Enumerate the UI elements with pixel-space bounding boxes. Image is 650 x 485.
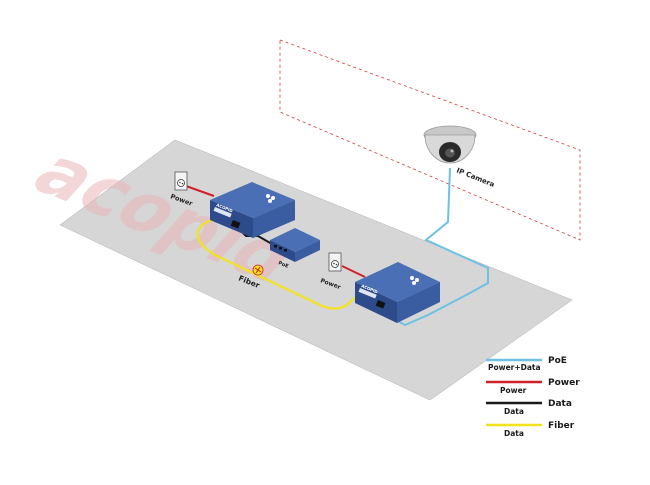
legend-data-sub: Data — [504, 407, 524, 416]
floor-plane-edge — [59, 139, 573, 401]
device-brand-right: ACOPID — [361, 283, 379, 294]
ceiling-plane — [279, 39, 581, 241]
legend-fiber-sub: Data — [504, 429, 524, 438]
switch-label: PoE — [277, 260, 290, 270]
power-cable-right — [341, 265, 366, 278]
legend-poe-name: PoE — [548, 356, 567, 366]
ip-camera — [423, 125, 477, 164]
media-converter-right — [355, 262, 440, 323]
device-brand-left: ACOPID — [216, 202, 234, 213]
legend-fiber-name: Fiber — [548, 421, 575, 431]
poe-cable — [377, 167, 489, 327]
legend-power-name: Power — [548, 378, 580, 388]
power-outlet-right — [328, 252, 342, 272]
legend-data-name: Data — [548, 399, 572, 409]
legend-power-sub: Power — [500, 386, 527, 395]
poe-switch — [270, 228, 320, 262]
legend-item-poe: PoE Power+Data — [486, 356, 567, 372]
media-converter-left — [210, 182, 295, 238]
floor-plane — [60, 140, 572, 400]
legend-item-power: Power Power — [486, 378, 580, 395]
ip-camera-label: IP Camera — [455, 166, 496, 189]
legend-item-fiber: Fiber Data — [486, 421, 575, 438]
legend-item-data: Data Data — [486, 399, 572, 416]
power-outlet-left — [174, 171, 188, 191]
power-cable-left — [185, 185, 215, 197]
fiber-cable — [196, 218, 363, 310]
legend: PoE Power+Data Power Power Data Data Fib… — [486, 356, 580, 438]
fiber-icon — [252, 264, 264, 276]
legend-poe-sub: Power+Data — [488, 363, 541, 372]
